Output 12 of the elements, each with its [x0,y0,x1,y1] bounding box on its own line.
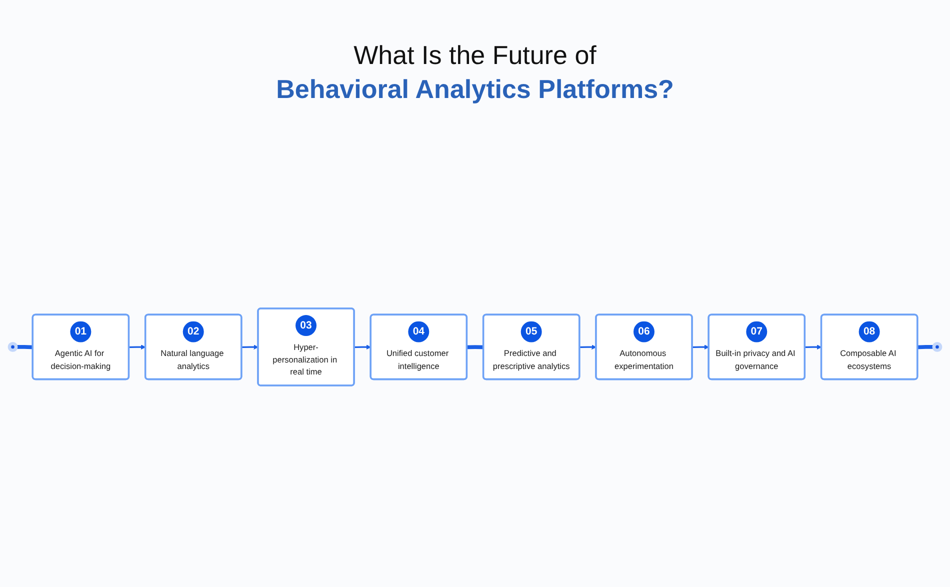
node-circle [8,342,18,352]
connector [466,344,484,349]
arrow [242,344,258,350]
connector [16,344,34,349]
arrow [804,344,822,350]
title: What Is the Future of Behavioral Analytics Platforms? [276,39,674,106]
arrow [354,344,372,350]
arrow [692,344,710,350]
arrow [128,344,146,350]
arrow [580,344,596,350]
node-circle [932,342,942,352]
connector [917,344,934,349]
